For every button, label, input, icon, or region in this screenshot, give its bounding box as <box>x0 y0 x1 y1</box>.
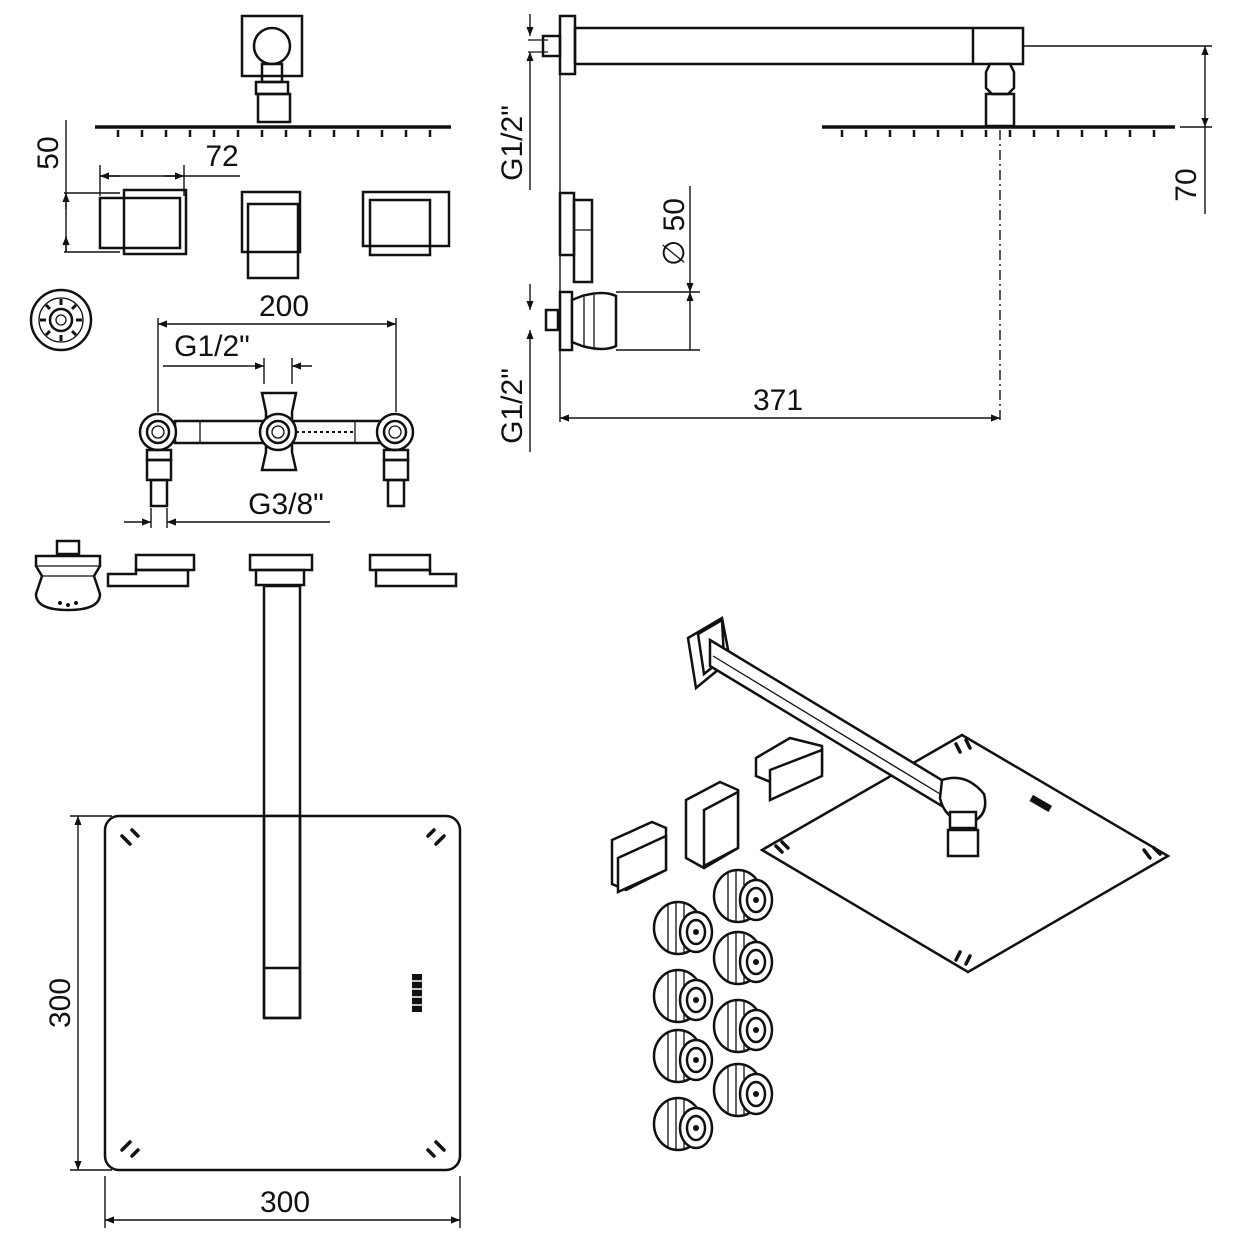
isometric-body-jets <box>652 868 774 1152</box>
isometric-handles <box>610 736 824 894</box>
dim-g12-arm-label: G1/2" <box>496 105 529 181</box>
dim-head-drop: 70 <box>1023 45 1212 214</box>
dim-300-horizontal-label: 300 <box>260 1186 310 1219</box>
handle-side-views <box>106 553 458 588</box>
dim-wall-plate-height: 50 <box>32 120 120 253</box>
dim-50-diameter-label: ∅ 50 <box>658 198 691 266</box>
body-jet-side-icon <box>34 539 102 612</box>
dim-g38-label: G3/8" <box>248 488 324 521</box>
head-side-view <box>95 14 451 137</box>
dim-mixer-width: 200 <box>157 290 397 412</box>
body-jet-icon <box>544 290 618 352</box>
dim-handle-spacing: 72 <box>99 140 240 196</box>
dim-arm-inlet: G1/2" <box>496 14 534 190</box>
dim-70-label: 70 <box>1170 168 1203 201</box>
dim-g12-jet-label: G1/2" <box>496 368 529 444</box>
shower-head-icon <box>103 584 462 1172</box>
dim-72-label: 72 <box>205 140 238 173</box>
valve-handle-icon <box>98 188 451 280</box>
dim-200-label: 200 <box>259 290 309 323</box>
dim-50-label: 50 <box>32 136 65 169</box>
dim-outlet-thread: G3/8" <box>124 488 330 528</box>
dim-g12-top-label: G1/2" <box>174 330 250 363</box>
isometric-shower-arm <box>686 616 987 858</box>
dim-arm-projection: 371 <box>560 384 1000 422</box>
mixer-valve-icon <box>138 391 415 508</box>
shower-arm-icon <box>528 14 1175 420</box>
dim-371-label: 371 <box>753 384 803 417</box>
shower-head-face-icon <box>29 288 93 352</box>
valve-handle-side-icon <box>558 191 594 284</box>
dim-inlet-thread: G1/2" <box>163 330 312 384</box>
dim-300-vertical-label: 300 <box>44 978 77 1028</box>
dim-jet-diameter: ∅ 50 <box>616 186 700 351</box>
dim-head-width: 300 <box>104 1176 461 1228</box>
dim-head-depth: 300 <box>44 815 112 1171</box>
dim-jet-inlet: G1/2" <box>496 284 534 452</box>
